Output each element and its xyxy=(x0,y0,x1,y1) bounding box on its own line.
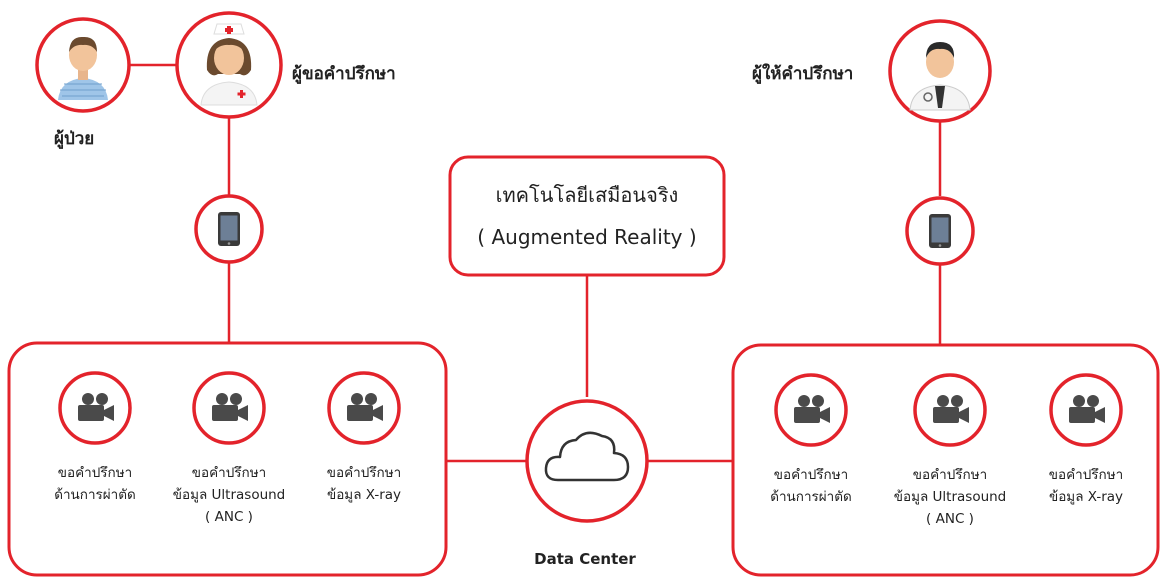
patient-label: ผู้ป่วย xyxy=(54,129,95,149)
left-item-caption-xray: ขอคำปรึกษา ข้อมูล X-ray xyxy=(326,465,402,503)
doctor-icon xyxy=(888,19,992,123)
ar-subtitle: ( Augmented Reality ) xyxy=(477,225,697,249)
tablet-icon-right xyxy=(905,196,975,266)
ar-box xyxy=(448,155,726,277)
nurse-icon xyxy=(175,11,283,119)
video-camera-icon xyxy=(1049,373,1123,447)
tablet-icon-left xyxy=(194,194,264,264)
right-item-caption-xray: ขอคำปรึกษา ข้อมูล X-ray xyxy=(1048,467,1124,505)
patient-icon xyxy=(35,17,131,113)
cloud-icon xyxy=(525,399,649,523)
ar-box-text: เทคโนโลยีเสมือนจริง ( Augmented Reality … xyxy=(450,157,724,275)
video-camera-icon xyxy=(774,373,848,447)
right-item-caption-ultrasound: ขอคำปรึกษา ข้อมูล Ultrasound ( ANC ) xyxy=(893,467,1007,527)
right-item-caption-surgery: ขอคำปรึกษา ด้านการผ่าตัด xyxy=(770,467,852,505)
left-group-box xyxy=(7,341,448,577)
consultant-label: ผู้ให้คำปรึกษา xyxy=(752,64,854,84)
video-camera-icon xyxy=(192,371,266,445)
connector-lines xyxy=(129,63,942,463)
ar-title: เทคโนโลยีเสมือนจริง xyxy=(495,183,679,207)
video-camera-icon xyxy=(58,371,132,445)
right-group-box xyxy=(731,343,1160,577)
requester-label: ผู้ขอคำปรึกษา xyxy=(292,64,396,84)
video-camera-icon xyxy=(327,371,401,445)
left-item-caption-ultrasound: ขอคำปรึกษา ข้อมูล Ultrasound ( ANC ) xyxy=(172,465,286,525)
video-camera-icon xyxy=(913,373,987,447)
left-item-caption-surgery: ขอคำปรึกษา ด้านการผ่าตัด xyxy=(54,465,136,503)
data-center-label: Data Center xyxy=(534,550,636,568)
